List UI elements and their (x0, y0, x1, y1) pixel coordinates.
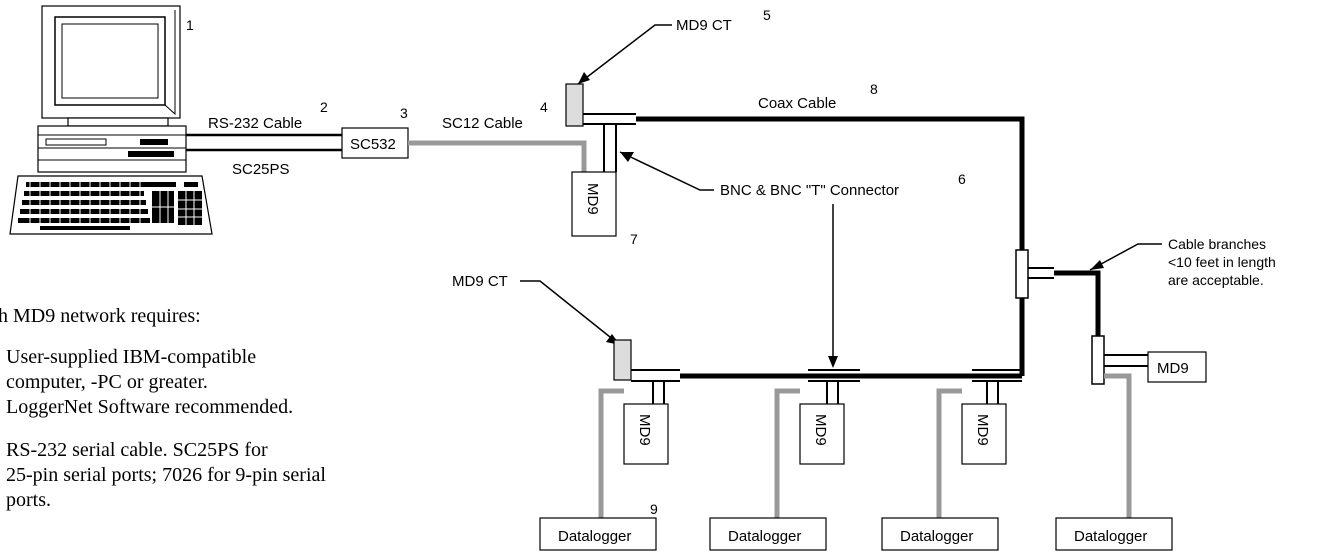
md9-ct-top-pointer (577, 24, 672, 85)
md9-device-bottom-2 (799, 403, 845, 465)
callout-number-2: 2 (320, 99, 328, 115)
gray-cable-2 (774, 388, 800, 518)
sc12-cable-label: SC12 Cable (442, 115, 523, 132)
bnc-t-connector-top (583, 113, 636, 172)
bnc-pointer-top (619, 151, 714, 191)
requirement-1-line3: LoggerNet Software recommended. (6, 396, 293, 418)
bnc-connector-label: BNC & BNC "T" Connector (720, 182, 899, 199)
datalogger-2 (709, 517, 827, 551)
datalogger-1 (539, 517, 657, 551)
md9-right-label: MD9 (1157, 360, 1189, 377)
requirement-2-line3: ports. (6, 489, 51, 511)
callout-number-5: 5 (763, 7, 771, 23)
datalogger-3 (881, 517, 999, 551)
sc12-cable-line (408, 140, 587, 172)
datalogger-4-label: Datalogger (1074, 528, 1147, 545)
md9-ct-left-pointer (520, 280, 621, 346)
md9-ct-top-label: MD9 CT (676, 17, 732, 34)
gray-cable-1 (598, 388, 624, 518)
computer-icon (9, 5, 213, 235)
md9-bottom-1-label: MD9 (636, 414, 653, 446)
callout-number-6: 6 (958, 171, 966, 187)
datalogger-3-label: Datalogger (900, 528, 973, 545)
sc532-label: SC532 (350, 136, 396, 153)
callout-number-7: 7 (630, 231, 638, 247)
callout-number-8: 8 (870, 81, 878, 97)
requirement-2-line2: 25-pin serial ports; 7026 for 9-pin seri… (6, 464, 326, 486)
callout-number-3: 3 (400, 105, 408, 121)
arrowhead-icon (578, 72, 590, 84)
md9-bottom-2-label: MD9 (812, 414, 829, 446)
coax-cable-main (636, 116, 1025, 376)
requirement-2-line1: RS-232 serial cable. SC25PS for (6, 439, 268, 461)
md9-device-top (571, 171, 617, 237)
gray-cable-right (1104, 373, 1132, 518)
datalogger-2-label: Datalogger (728, 528, 801, 545)
md9-device-right (1147, 351, 1207, 383)
bnc-t-connector-branch (1015, 249, 1054, 299)
bnc-t-connector-bottom-1 (631, 369, 680, 404)
callout-number-1: 1 (186, 17, 194, 33)
md9-top-label: MD9 (584, 183, 601, 215)
coax-cable-label: Coax Cable (758, 95, 836, 112)
sc25ps-label: SC25PS (232, 161, 290, 178)
md9-ct-left-label: MD9 CT (452, 273, 508, 290)
bnc-t-connector-right (1091, 335, 1148, 385)
requirements-heading: h MD9 network requires: (0, 305, 201, 327)
datalogger-1-label: Datalogger (558, 528, 631, 545)
arrowhead-icon (1090, 260, 1104, 270)
md9-ct-terminator-top (565, 83, 584, 127)
md9-device-bottom-1 (623, 403, 669, 465)
sc532-box (341, 127, 409, 159)
md9-bottom-3-label: MD9 (974, 414, 991, 446)
requirement-1-line1: User-supplied IBM-compatible (6, 346, 256, 368)
datalogger-4 (1055, 517, 1173, 551)
md9-device-bottom-3 (961, 403, 1007, 465)
callout-number-4: 4 (540, 99, 548, 115)
arrowhead-icon (828, 356, 838, 368)
bnc-t-connector-bottom-3 (972, 369, 1022, 404)
branch-note-line2: <10 feet in length (1168, 254, 1276, 270)
coax-branch (1054, 270, 1101, 336)
arrowhead-icon (620, 152, 634, 162)
branch-note-line3: are acceptable. (1168, 272, 1264, 288)
requirement-1-line2: computer, -PC or greater. (6, 371, 208, 393)
callout-number-9: 9 (650, 501, 658, 517)
md9-ct-terminator-left (613, 339, 632, 381)
gray-cable-3 (936, 388, 962, 518)
rs232-cable-label: RS-232 Cable (208, 115, 302, 132)
bnc-t-connector-bottom-2 (808, 369, 860, 404)
branch-note-line1: Cable branches (1168, 236, 1266, 252)
branch-note-pointer (1089, 243, 1162, 271)
